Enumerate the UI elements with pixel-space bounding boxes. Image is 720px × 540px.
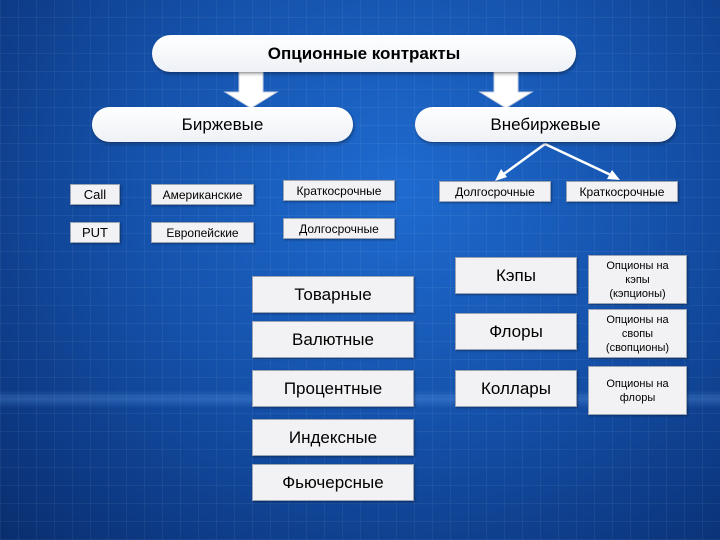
otc-desc-floors: Опционы на флоры: [588, 366, 687, 415]
block-arrow-left: [223, 71, 279, 109]
exchange-style-european: Европейские: [151, 222, 254, 243]
underlying-currency: Валютные: [252, 321, 414, 358]
diag-arrow-left: [500, 142, 546, 178]
exchange-style-american: Американские: [151, 184, 254, 205]
block-arrow-right: [478, 71, 534, 109]
otc-node: Внебиржевые: [415, 107, 676, 142]
otc-label: Внебиржевые: [490, 114, 601, 134]
root-node: Опционные контракты: [152, 35, 576, 72]
diag-arrow-left-head: [495, 169, 507, 181]
underlying-interest: Процентные: [252, 370, 414, 407]
underlying-commodity: Товарные: [252, 276, 414, 313]
exchange-term-short: Краткосрочные: [283, 180, 395, 201]
exchange-node: Биржевые: [92, 107, 353, 142]
underlying-index: Индексные: [252, 419, 414, 456]
exchange-term-long: Долгосрочные: [283, 218, 395, 239]
otc-term-short: Краткосрочные: [566, 181, 678, 202]
diag-arrow-right: [544, 142, 614, 178]
exchange-type-call: Call: [70, 184, 120, 205]
exchange-label: Биржевые: [181, 114, 264, 134]
root-label: Опционные контракты: [267, 43, 461, 63]
exchange-type-put: PUT: [70, 222, 120, 243]
diag-arrow-right-head: [607, 170, 620, 180]
otc-instrument-caps: Кэпы: [455, 257, 577, 294]
otc-instrument-collars: Коллары: [455, 370, 577, 407]
otc-desc-caps: Опционы на кэпы (кэпционы): [588, 255, 687, 304]
otc-term-long: Долгосрочные: [439, 181, 551, 202]
otc-instrument-floors: Флоры: [455, 313, 577, 350]
otc-desc-swaps: Опционы на свопы (свопционы): [588, 309, 687, 358]
underlying-futures: Фьючерсные: [252, 464, 414, 501]
